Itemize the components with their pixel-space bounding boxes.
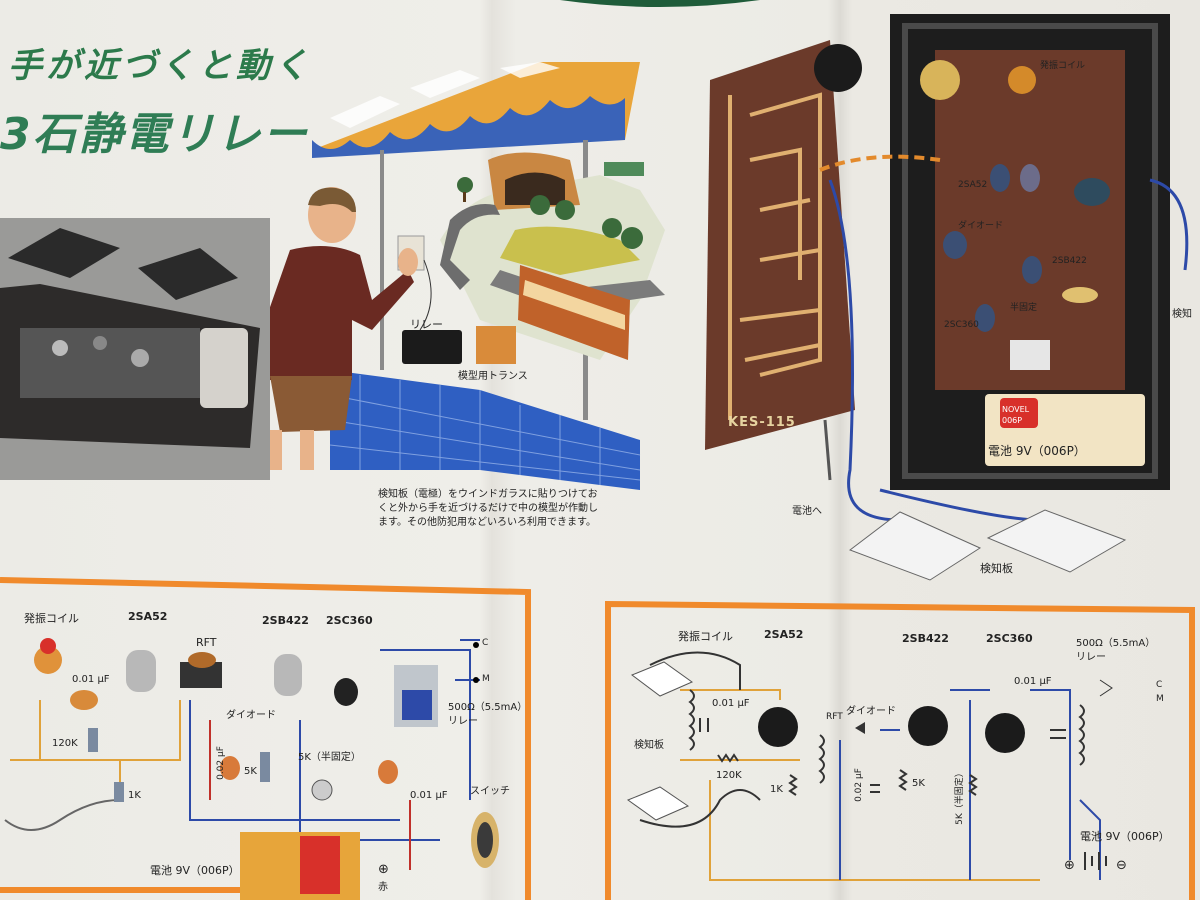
board-comp-1: ダイオード: [958, 221, 1004, 231]
wire-m: M: [482, 674, 490, 684]
sch-coil: 発振コイル: [678, 630, 733, 643]
wire-t3: 2SC360: [326, 614, 373, 627]
wire-relay-word: リレー: [448, 716, 478, 727]
board-battery-label: 電池 9V（006P）: [988, 444, 1086, 458]
wire-relay: 500Ω（5.5mA）: [448, 702, 528, 713]
sch-rft: RFT: [826, 712, 843, 722]
sch-cap1: 0.01 μF: [712, 698, 750, 709]
wire-cap1: 0.01 μF: [72, 674, 110, 685]
sch-relay: 500Ω（5.5mA）: [1076, 638, 1156, 649]
detect-label-edge: 検知: [1172, 309, 1192, 320]
sch-cap3: 0.01 μF: [1014, 676, 1052, 687]
relay-box: [402, 330, 462, 364]
wire-t2: 2SB422: [262, 614, 309, 627]
board-model: KES-115: [728, 415, 796, 430]
chassis-box: [890, 14, 1170, 490]
wire-rft: RFT: [196, 636, 217, 649]
sch-res2: 1K: [770, 784, 783, 795]
plate-right: [986, 509, 1127, 573]
schematic-diagram: [605, 600, 1195, 900]
transformer-label: 模型用トランス: [458, 371, 528, 382]
sch-minus: ⊖: [1116, 858, 1127, 873]
board-coil-label: 発振コイル: [1040, 61, 1086, 71]
wire-switch: スイッチ: [470, 786, 510, 797]
wire-vr: 5K（半固定）: [298, 752, 361, 763]
relay-label: リレー: [410, 318, 443, 331]
sch-t2: 2SB422: [902, 632, 949, 645]
wire-res2: 5K: [244, 766, 257, 777]
board-comp-3: 2SC360: [944, 320, 979, 330]
sch-relay-word: リレー: [1076, 652, 1106, 663]
sch-plate: 検知板: [634, 740, 664, 751]
sch-res3: 5K: [912, 778, 925, 789]
sch-c: C: [1156, 680, 1163, 690]
board-comp-2: 2SB422: [1052, 256, 1087, 266]
wire-cap2: 0.02 μF: [215, 746, 226, 780]
board-comp-0: 2SA52: [958, 180, 988, 190]
wire-coil: 発振コイル: [24, 612, 79, 625]
battery-type: 006P: [1002, 416, 1023, 425]
sch-m: M: [1156, 694, 1164, 704]
sch-t1: 2SA52: [764, 628, 804, 641]
page-subtitle: 手が近づくと動く: [8, 46, 312, 86]
board-comp-4: 半固定: [1010, 303, 1038, 313]
sch-cap2: 0.02 μF: [853, 768, 864, 802]
model-railway-illustration: [440, 152, 665, 360]
wire-t1: 2SA52: [128, 610, 168, 623]
boy-illustration: [262, 187, 418, 470]
sch-plus: ⊕: [1064, 858, 1075, 873]
wire-c: C: [482, 638, 489, 648]
wire-plus: ⊕: [378, 862, 389, 877]
plate-label: 検知板: [980, 562, 1013, 575]
sch-battery: 電池 9V（006P）: [1080, 830, 1170, 843]
awning-illustration: [312, 62, 640, 158]
wiring-diagram: [0, 577, 531, 900]
wire-res1: 120K: [52, 738, 78, 749]
plate-left: [848, 511, 982, 581]
pcb-board: [705, 40, 862, 450]
wire-battery: 電池 9V（006P）: [150, 864, 240, 877]
battery-brand: NOVEL: [1002, 405, 1030, 414]
brick-wall: [329, 370, 641, 490]
sch-t3: 2SC360: [986, 632, 1033, 645]
sch-vr: 5K（半固定）: [954, 768, 965, 825]
transformer-box: [476, 326, 516, 364]
wire-red: 赤: [378, 882, 388, 893]
product-photo: [0, 218, 270, 480]
wire-res3: 1K: [128, 790, 141, 801]
power-label: 電池へ: [792, 506, 822, 517]
page-title: 3石静電リレー: [0, 109, 309, 160]
sch-res1: 120K: [716, 770, 742, 781]
wire-diode: ダイオード: [226, 710, 276, 721]
sch-diode: ダイオード: [846, 706, 896, 717]
wire-cap3: 0.01 μF: [410, 790, 448, 801]
illustration-caption: 検知板（電極）をウインドガラスに貼りつけておくと外から手を近づけるだけで中の模型…: [378, 489, 598, 528]
